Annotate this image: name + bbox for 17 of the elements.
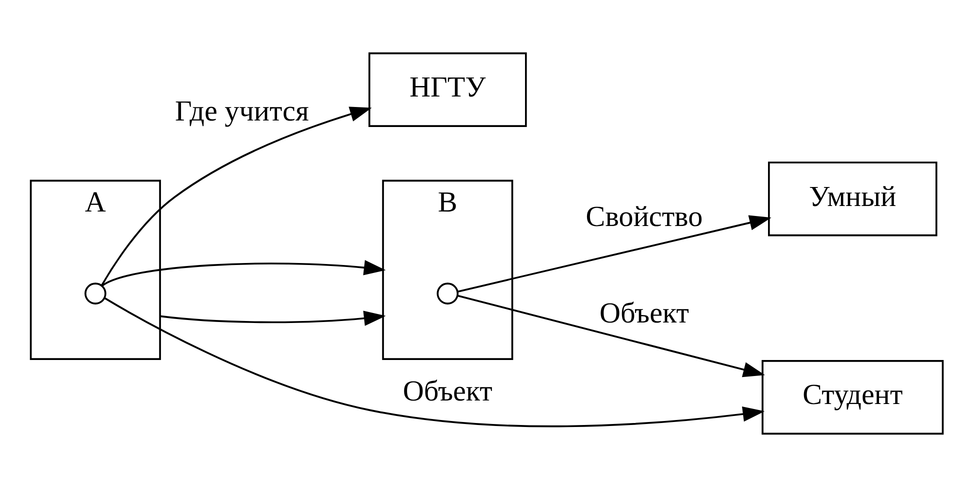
node-circle bbox=[84, 282, 106, 304]
cluster: A bbox=[30, 179, 161, 360]
arrow bbox=[102, 260, 386, 286]
node-circle bbox=[436, 282, 459, 304]
edge-label: Где учится bbox=[175, 94, 309, 127]
node-box: НГТУ bbox=[368, 52, 527, 126]
arrow bbox=[458, 214, 772, 292]
edge-label: Объект bbox=[402, 375, 492, 408]
edge-label: Объект bbox=[599, 296, 690, 329]
cluster: B bbox=[382, 179, 514, 360]
node-box: Студент bbox=[762, 360, 944, 434]
arrow bbox=[104, 296, 765, 427]
arrow bbox=[100, 106, 372, 286]
node-box: Умный bbox=[768, 161, 938, 236]
edge-label: Свойство bbox=[586, 200, 703, 232]
arrow bbox=[160, 310, 386, 326]
arrow bbox=[458, 294, 766, 377]
